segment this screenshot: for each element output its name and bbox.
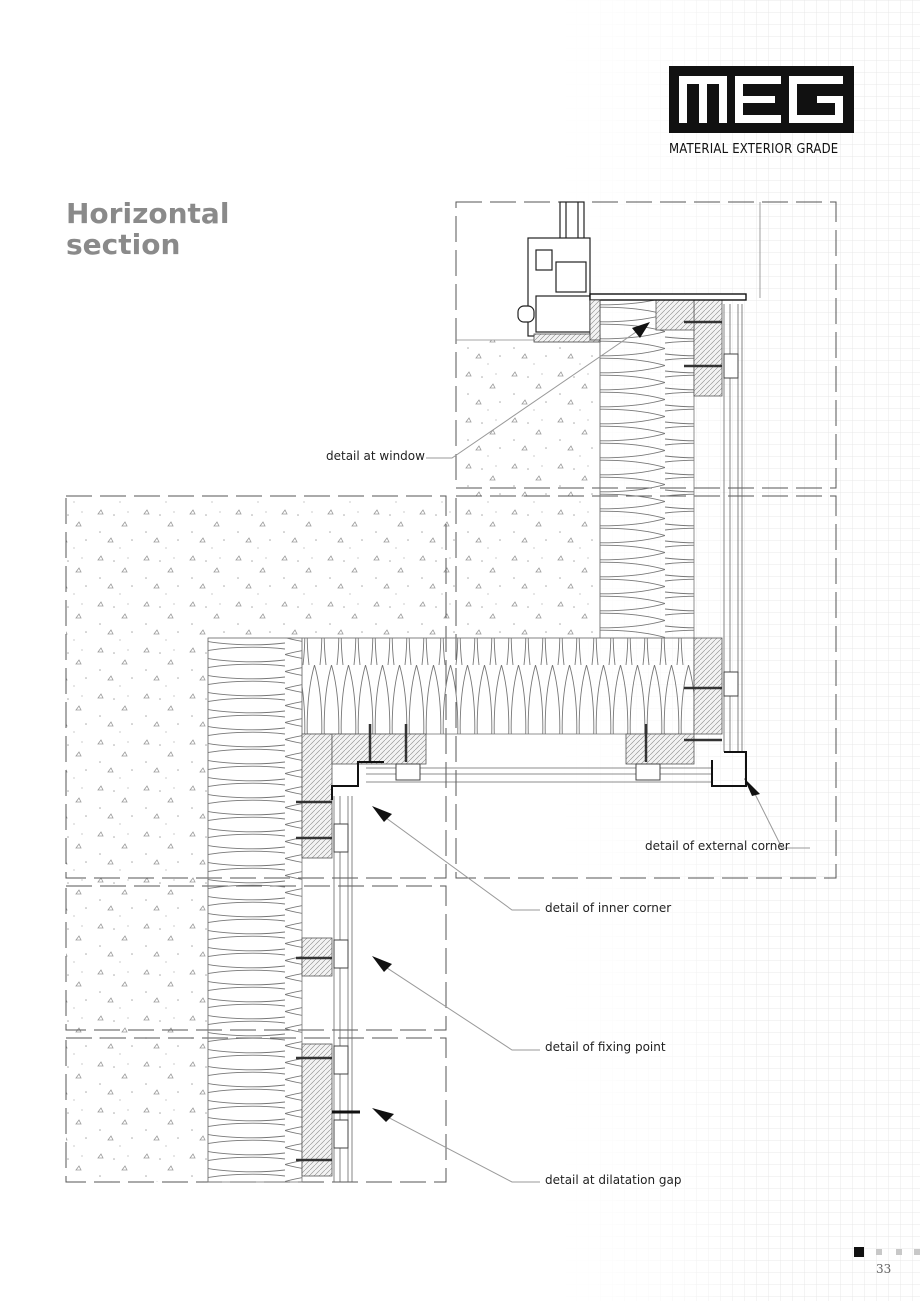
page-indicator-active — [854, 1247, 864, 1257]
arrow-inner-corner — [372, 806, 392, 822]
arrow-fixing-point — [372, 956, 392, 972]
arrow-window — [632, 322, 650, 338]
page-title: Horizontal section — [66, 198, 229, 260]
logo-tagline: MATERIAL EXTERIOR GRADE — [669, 142, 839, 157]
page-number: 33 — [876, 1262, 892, 1276]
arrow-dilatation-gap — [372, 1108, 394, 1122]
label-detail-of-fixing-point: detail of fixing point — [545, 1040, 666, 1054]
page-indicator-dot — [876, 1249, 882, 1255]
arrow-external-corner — [744, 778, 760, 796]
label-detail-of-inner-corner: detail of inner corner — [545, 901, 672, 915]
logo-mark — [669, 66, 854, 133]
page-indicator-dot — [896, 1249, 902, 1255]
title-line-2: section — [66, 228, 181, 261]
meg-logo: MATERIAL EXTERIOR GRADE — [669, 66, 854, 157]
label-detail-at-window: detail at window — [326, 449, 425, 463]
label-detail-at-dilatation-gap: detail at dilatation gap — [545, 1173, 682, 1187]
page-indicator-dot — [914, 1249, 920, 1255]
label-detail-of-external-corner: detail of external corner — [645, 839, 790, 853]
title-line-1: Horizontal — [66, 197, 230, 230]
